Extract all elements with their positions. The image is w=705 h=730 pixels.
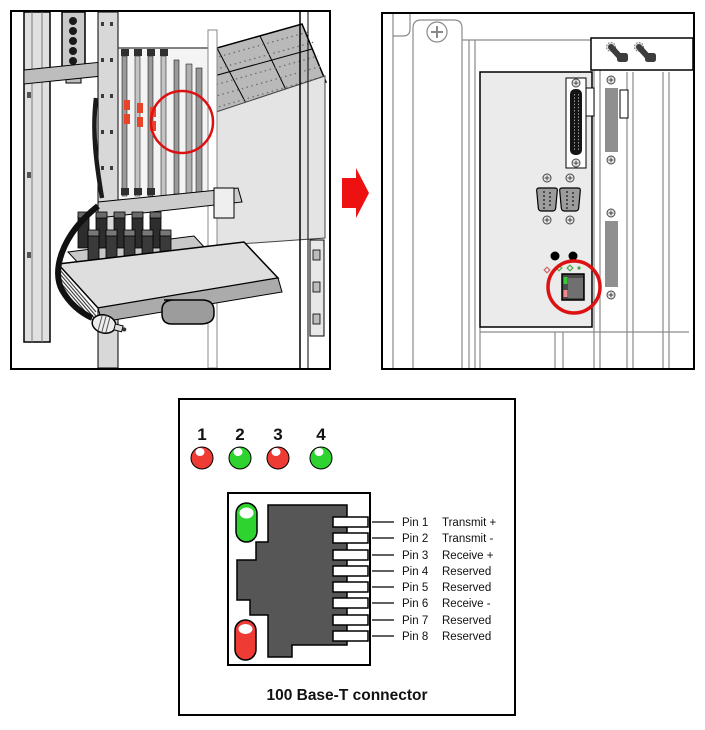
highlight-circle — [546, 259, 602, 315]
card-guide — [585, 87, 595, 117]
rj45-jack-drawing — [227, 492, 371, 666]
signal-label: Reserved — [442, 631, 491, 643]
base-platform — [56, 241, 283, 325]
corner-foot — [161, 299, 215, 325]
ejector-lever-icon — [606, 42, 628, 62]
power-cord — [55, 203, 127, 334]
pin-row: Pin 8 Reserved — [332, 630, 491, 643]
board-ejectors — [121, 49, 168, 195]
led-number: 3 — [273, 425, 282, 444]
power-plug-icon — [91, 314, 127, 334]
connector-diagram-figure: 1 2 3 4 — [178, 398, 516, 716]
pin-label: Pin 4 — [402, 566, 429, 578]
pin-row: Pin 5 Reserved — [332, 581, 491, 594]
pin-row: Pin 7 Reserved — [332, 614, 491, 627]
rj45-port-icon — [561, 273, 585, 301]
ejector-lever-icon — [634, 42, 656, 62]
jack-body — [236, 504, 348, 658]
pin-label: Pin 8 — [402, 631, 428, 643]
signal-label: Reserved — [442, 615, 491, 627]
right-arrow-icon — [342, 168, 369, 218]
pin-label: Pin 6 — [402, 598, 428, 610]
pin-row: Pin 6 Receive - — [332, 597, 491, 610]
small-module — [213, 187, 235, 219]
push-button — [550, 251, 560, 261]
rack-overview-figure — [10, 10, 331, 370]
rack-illustration — [23, 12, 328, 368]
pin-label: Pin 2 — [402, 533, 428, 545]
cable — [92, 97, 105, 199]
status-marks — [543, 264, 581, 274]
pin-row: Pin 1 Transmit + — [332, 516, 496, 529]
bay-connector — [605, 208, 618, 300]
pin-row: Pin 3 Receive + — [332, 549, 494, 562]
pinout-rows: Pin 1 Transmit + Pin 2 Transmit - Pin 3 … — [332, 516, 496, 643]
panel-seams — [392, 14, 689, 368]
pin-label: Pin 5 — [402, 582, 428, 594]
led-number: 2 — [235, 425, 244, 444]
phillips-screw-icon — [426, 21, 448, 43]
signal-label: Receive + — [442, 550, 494, 562]
panel-illustration — [392, 14, 693, 368]
led-row: 1 2 3 4 — [190, 425, 333, 470]
callout-arrow — [338, 164, 372, 222]
led-number: 1 — [197, 425, 206, 444]
signal-label: Transmit + — [442, 517, 496, 529]
connector-diagram: 1 2 3 4 — [190, 425, 496, 704]
signal-label: Reserved — [442, 566, 491, 578]
panel-closeup-figure — [381, 12, 695, 370]
activity-led — [563, 290, 568, 297]
push-button — [568, 251, 578, 261]
bay-connector — [605, 75, 629, 165]
pin-label: Pin 1 — [402, 517, 428, 529]
link-led — [563, 277, 568, 284]
rack-rail-right — [299, 12, 325, 368]
ejector-lever-box — [590, 37, 693, 71]
highlight-circle — [149, 89, 215, 155]
serial-port-icon — [536, 187, 558, 212]
pin-row: Pin 4 Reserved — [332, 565, 491, 578]
signal-label: Reserved — [442, 582, 491, 594]
signal-label: Receive - — [442, 598, 491, 610]
scsi-connector-icon — [565, 77, 587, 169]
diagram-caption: 100 Base-T connector — [266, 687, 427, 704]
rack-rail-left — [23, 12, 51, 343]
serial-port-icon — [559, 187, 581, 212]
led-number: 4 — [316, 425, 326, 444]
card-cage — [117, 47, 211, 201]
pin-label: Pin 3 — [402, 550, 428, 562]
signal-label: Transmit - — [442, 533, 493, 545]
pin-row: Pin 2 Transmit - — [332, 532, 493, 545]
pin-label: Pin 7 — [402, 615, 428, 627]
